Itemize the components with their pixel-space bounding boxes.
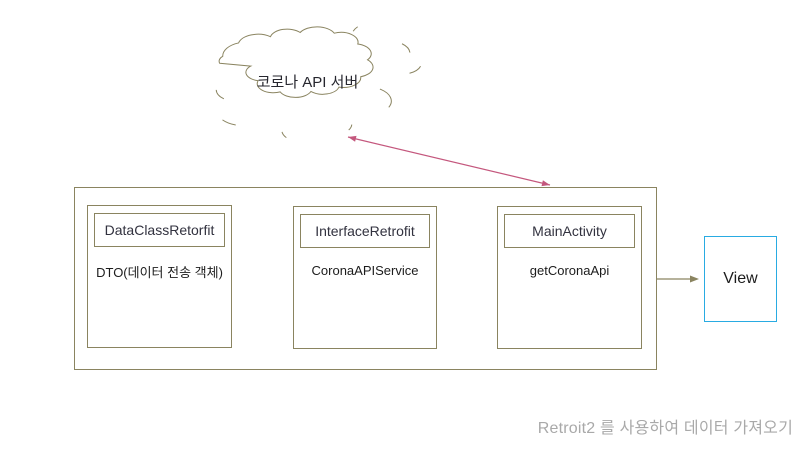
- component-title: MainActivity: [532, 223, 607, 239]
- container-to-view-arrow: [657, 275, 699, 283]
- component-title-box: MainActivity: [504, 214, 635, 248]
- component-body: CoronaAPIService: [311, 263, 419, 278]
- component-title-box: InterfaceRetrofit: [300, 214, 430, 248]
- cloud-label: 코로나 API 서버: [256, 73, 359, 91]
- component-box-mainactivity: MainActivity getCoronaApi: [497, 206, 642, 349]
- view-label: View: [723, 270, 758, 287]
- component-title: InterfaceRetrofit: [315, 223, 415, 239]
- component-box-interfaceretrofit: InterfaceRetrofit CoronaAPIService: [293, 206, 437, 349]
- component-title: DataClassRetorfit: [104, 222, 215, 238]
- cloud-outline: [219, 27, 373, 98]
- cloud-shape: [199, 20, 428, 150]
- view-box: View: [704, 236, 777, 322]
- component-body: getCoronaApi: [529, 263, 610, 278]
- slide-caption: Retroit2 를 사용하여 데이터 가져오기: [537, 420, 793, 437]
- component-body: DTO(데이터 전송 객체): [96, 265, 223, 280]
- cloud-inner-arcs: [216, 27, 420, 138]
- component-box-dataclassretorfit: DataClassRetorfit DTO(데이터 전송 객체): [87, 205, 232, 348]
- component-title-box: DataClassRetorfit: [94, 213, 225, 247]
- cloud-container-double-arrow: [347, 135, 551, 187]
